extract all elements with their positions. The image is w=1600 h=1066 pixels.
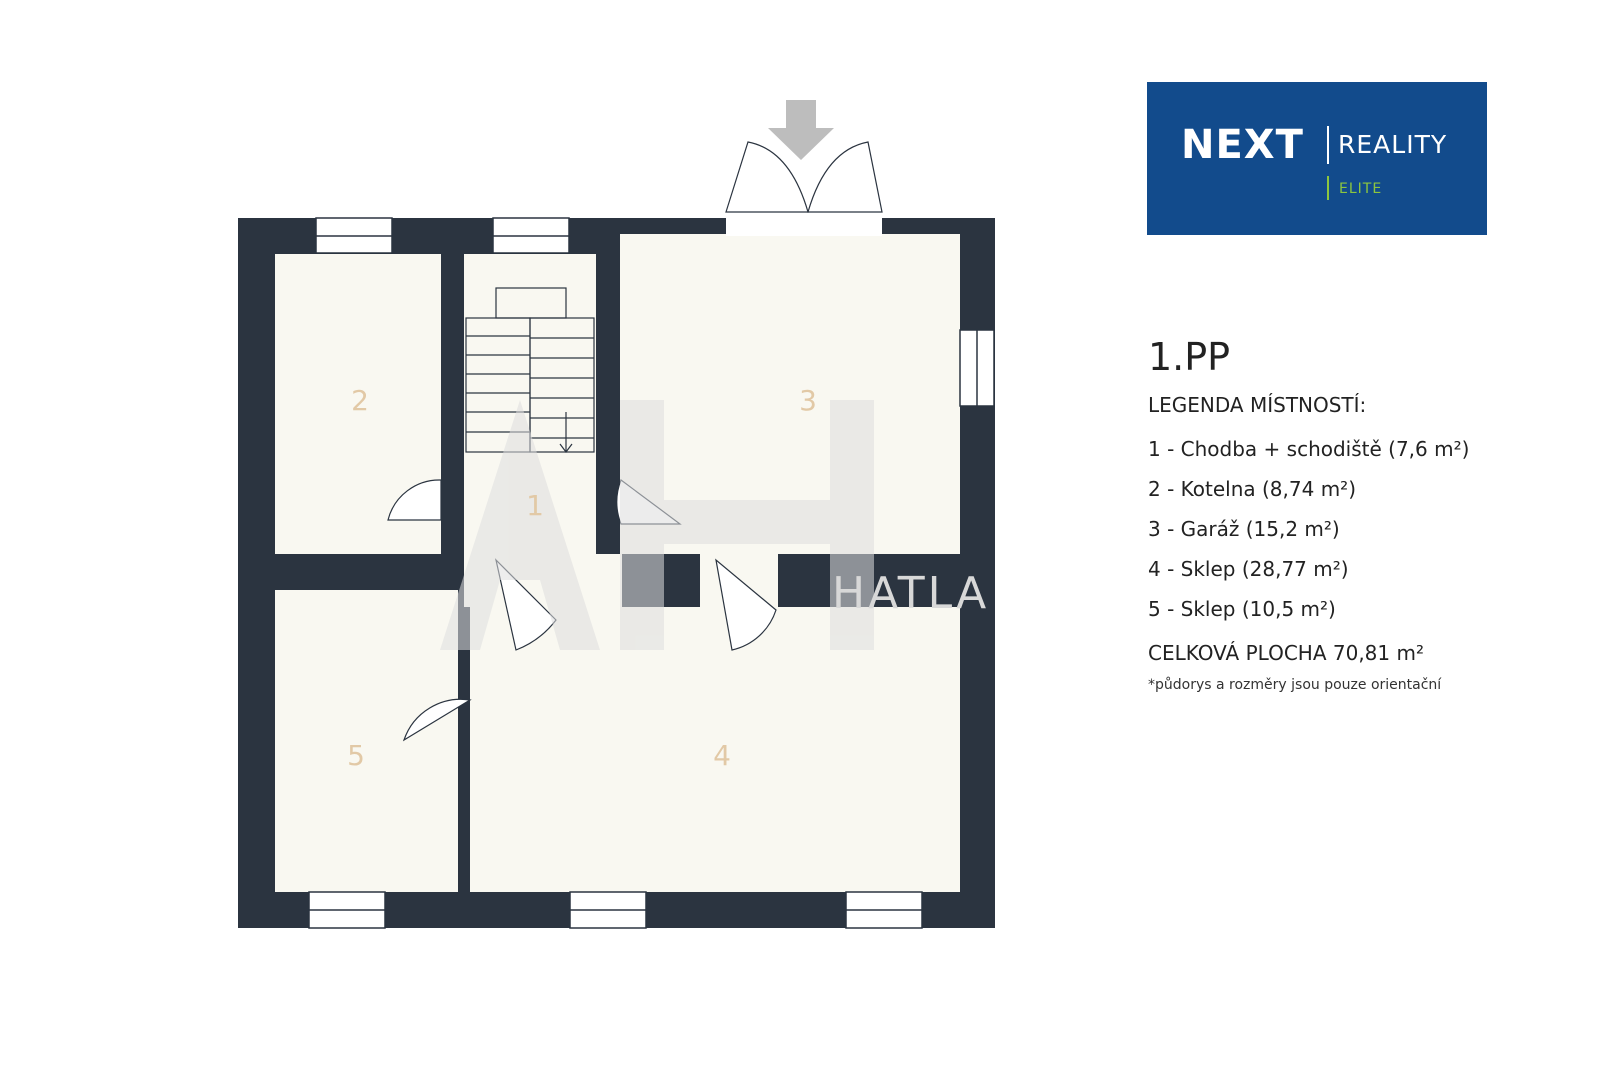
logo-subbrand: REALITY <box>1338 130 1448 159</box>
logo-divider-tag <box>1327 176 1329 200</box>
entrance-arrow-icon <box>768 100 834 160</box>
garage-gate <box>725 141 883 213</box>
floor-title: 1.PP <box>1148 335 1231 379</box>
legend-item: 3 - Garáž (15,2 m²) <box>1148 517 1340 541</box>
room-5-floor <box>275 590 458 892</box>
room-legend: 1.PP LEGENDA MÍSTNOSTÍ: 1 - Chodba + sch… <box>1148 335 1469 693</box>
room-label-2: 2 <box>351 384 369 417</box>
room-label-1: 1 <box>526 489 544 522</box>
staircase <box>465 287 595 453</box>
room-4-floor <box>470 607 960 892</box>
legend-item: 2 - Kotelna (8,74 m²) <box>1148 477 1356 501</box>
room-label-3: 3 <box>799 384 817 417</box>
watermark <box>440 400 874 650</box>
room-label-5: 5 <box>347 739 365 772</box>
door-room-5 <box>402 698 472 742</box>
logo-divider <box>1327 126 1329 164</box>
room-label-4: 4 <box>713 739 731 772</box>
windows <box>308 217 995 929</box>
total-area: CELKOVÁ PLOCHA 70,81 m² <box>1148 641 1424 665</box>
legend-item: 1 - Chodba + schodiště (7,6 m²) <box>1148 437 1470 461</box>
door-room-4-right <box>715 558 777 651</box>
door-room-2 <box>387 479 442 521</box>
legend-heading: LEGENDA MÍSTNOSTÍ: <box>1148 393 1367 417</box>
legend-item: 4 - Sklep (28,77 m²) <box>1148 557 1349 581</box>
logo-brand: NEXT <box>1181 122 1304 168</box>
watermark-text: HATLA <box>832 568 989 619</box>
company-logo: NEXT REALITY ELITE <box>1147 82 1487 235</box>
legend-item: 5 - Sklep (10,5 m²) <box>1148 597 1336 621</box>
logo-tagline: ELITE <box>1339 181 1383 197</box>
disclaimer-note: *půdorys a rozměry jsou pouze orientační <box>1148 677 1442 693</box>
gate-opening <box>726 212 882 236</box>
watermark-logo-a <box>440 400 600 650</box>
floor-plan: HATLA 2 1 3 4 5 <box>238 100 995 929</box>
